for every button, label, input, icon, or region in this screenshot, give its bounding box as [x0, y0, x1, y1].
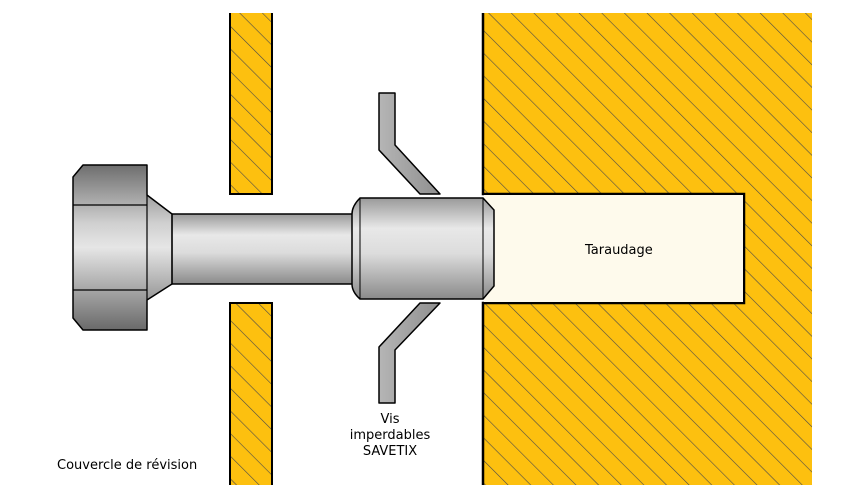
- cover-label: Couvercle de révision: [57, 458, 198, 473]
- cover-plate-lower-outline: [229, 302, 273, 485]
- tapping-label: Taraudage: [585, 243, 653, 258]
- cover-plate-upper: [230, 13, 272, 194]
- screw-shank: [149, 213, 366, 285]
- retaining-clip-lower: [378, 302, 441, 404]
- retaining-clip-upper: [378, 92, 441, 195]
- captive-screw-label-line3: SAVETIX: [362, 444, 418, 459]
- base-block: [483, 13, 812, 485]
- captive-screw-label: Vis imperdables SAVETIX: [330, 412, 450, 460]
- screw-head-facets: [73, 195, 173, 300]
- captive-screw-label-line1: Vis: [380, 412, 400, 427]
- tapped-hole: [484, 195, 743, 302]
- cover-plate-lower: [230, 303, 272, 485]
- screw-head: [72, 164, 173, 331]
- cover-plate-upper-outline: [229, 13, 273, 195]
- base-block-outline: [481, 13, 746, 485]
- screw-threaded-end: [351, 197, 495, 300]
- captive-screw-label-line2: imperdables: [349, 428, 431, 443]
